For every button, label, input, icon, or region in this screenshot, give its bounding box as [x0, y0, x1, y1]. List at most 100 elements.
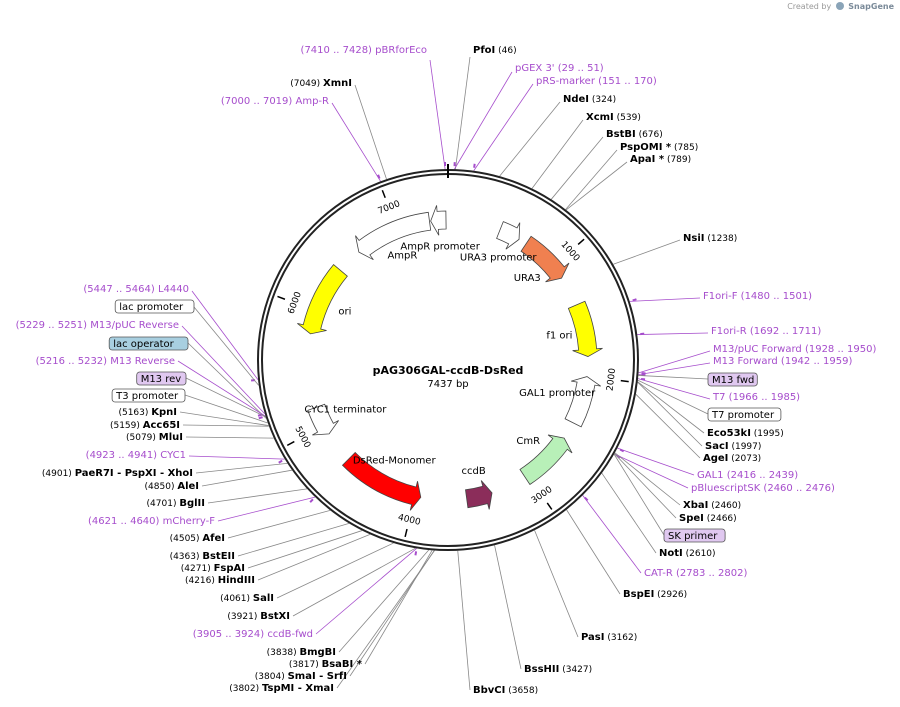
site-label-right-spei[interactable]: SpeI (2466)	[679, 513, 737, 524]
site-label-right-eco53ki[interactable]: Eco53kI (1995)	[707, 428, 784, 439]
leader-line-right-agei	[635, 394, 701, 459]
label-text-right-apai-: ApaI * (789)	[630, 154, 691, 165]
site-label-left-mlui[interactable]: (5079) MluI	[126, 432, 183, 443]
site-label-left-acc65i[interactable]: (5159) Acc65I	[110, 420, 180, 431]
leader-line-right-prs-marker	[473, 83, 534, 171]
feature-cyc1-terminator[interactable]	[307, 403, 339, 436]
leader-line-left-m13-puc-reverse	[181, 325, 266, 415]
site-label-right-f1ori-r[interactable]: F1ori-R (1692 .. 1711)	[711, 326, 821, 337]
site-label-left-xmni[interactable]: (7049) XmnI	[290, 78, 352, 89]
site-label-left-m13-reverse[interactable]: (5216 .. 5232) M13 Reverse	[36, 356, 175, 367]
feature-ura3[interactable]	[520, 235, 570, 283]
site-label-right-f1ori-f[interactable]: F1ori-F (1480 .. 1501)	[703, 291, 812, 302]
leader-line-right-xcmi	[531, 119, 584, 189]
feature-ampr-promoter[interactable]	[430, 205, 447, 236]
site-label-right-t7-promoter[interactable]: T7 promoter	[707, 407, 782, 422]
site-label-left-fspai[interactable]: (4271) FspAI	[181, 563, 245, 574]
site-label-right-xbai[interactable]: XbaI (2460)	[683, 500, 741, 511]
site-label-left-bstxi[interactable]: (3921) BstXI	[227, 611, 290, 622]
feature-gal1-promoter[interactable]	[564, 376, 602, 428]
label-text-left-alei: (4850) AleI	[145, 481, 199, 492]
site-label-right-m13-fwd[interactable]: M13 fwd	[707, 372, 758, 387]
feature-label-ccdb: ccdB	[462, 466, 486, 477]
leader-line-right-m13-forward	[638, 362, 711, 376]
backbone-outer-ring	[257, 169, 639, 551]
site-label-left-m13-rev[interactable]: M13 rev	[136, 371, 187, 386]
site-label-right-t7[interactable]: T7 (1966 .. 1985)	[712, 392, 800, 403]
feature-ampr[interactable]	[355, 211, 432, 261]
site-label-right-pspomi-[interactable]: PspOMI * (785)	[620, 142, 698, 153]
label-text-right-bspei: BspEI (2926)	[623, 589, 687, 600]
leader-line-right-m13-puc-forward	[638, 350, 711, 374]
site-label-left-tspmi-xmai[interactable]: (3802) TspMI - XmaI	[229, 683, 334, 694]
site-label-left-afei[interactable]: (4505) AfeI	[170, 533, 225, 544]
label-text-right-eco53ki: Eco53kI (1995)	[707, 428, 784, 439]
label-text-right-gal1: GAL1 (2416 .. 2439)	[697, 470, 798, 481]
site-label-right-bstbi[interactable]: BstBI (676)	[606, 129, 663, 140]
site-label-left-bmgbi[interactable]: (3838) BmgBI	[267, 647, 336, 658]
site-label-right-pbluescriptsk[interactable]: pBluescriptSK (2460 .. 2476)	[691, 483, 835, 494]
site-label-right-ndei[interactable]: NdeI (324)	[563, 94, 616, 105]
site-label-right-bsshii[interactable]: BssHII (3427)	[524, 664, 592, 675]
feature-f1-ori[interactable]	[567, 300, 603, 357]
label-box-right-sk-primer	[663, 528, 726, 543]
site-label-right-cat-r[interactable]: CAT-R (2783 .. 2802)	[644, 568, 747, 579]
label-box-left-m13-rev	[136, 371, 187, 386]
site-label-right-gal1[interactable]: GAL1 (2416 .. 2439)	[697, 470, 798, 481]
tick-mark-4000	[404, 528, 408, 538]
label-text-left-bstxi: (3921) BstXI	[227, 611, 290, 622]
leader-line-right-t7-promoter	[637, 379, 709, 415]
leader-line-right-bstbi	[550, 136, 604, 200]
feature-ccdb[interactable]	[465, 480, 493, 510]
label-text-left-t3-promoter: T3 promoter	[115, 391, 179, 402]
site-label-left-smai-srfi[interactable]: (3804) SmaI - SrfI	[255, 671, 347, 682]
site-label-right-agei[interactable]: AgeI (2073)	[703, 453, 761, 464]
site-label-right-noti[interactable]: NotI (2610)	[659, 548, 716, 559]
leader-line-right-apai-	[565, 161, 628, 211]
site-label-right-saci[interactable]: SacI (1997)	[705, 441, 761, 452]
tick-label-7000: 7000	[377, 199, 402, 217]
site-label-left-mcherry-f[interactable]: (4621 .. 4640) mCherry-F	[88, 516, 215, 527]
site-label-right-pasi[interactable]: PasI (3162)	[581, 632, 637, 643]
label-text-left-m13-reverse: (5216 .. 5232) M13 Reverse	[36, 356, 175, 367]
site-label-right-m13-forward[interactable]: M13 Forward (1942 .. 1959)	[713, 356, 852, 367]
site-label-left-sali[interactable]: (4061) SalI	[220, 593, 274, 604]
site-label-left-ccdb-fwd[interactable]: (3905 .. 3924) ccdB-fwd	[193, 629, 313, 640]
site-label-left-paer7i-pspxi-xhoi[interactable]: (4901) PaeR7I - PspXI - XhoI	[42, 468, 193, 479]
feature-ori[interactable]	[297, 264, 348, 335]
site-label-right-prs-marker[interactable]: pRS-marker (151 .. 170)	[536, 76, 657, 87]
site-label-right-bspei[interactable]: BspEI (2926)	[623, 589, 687, 600]
site-label-right-nsii[interactable]: NsiI (1238)	[683, 233, 737, 244]
site-label-right-sk-primer[interactable]: SK primer	[663, 528, 726, 543]
site-label-left-m13-puc-reverse[interactable]: (5229 .. 5251) M13/pUC Reverse	[16, 320, 179, 331]
site-label-left-kpni[interactable]: (5163) KpnI	[118, 407, 177, 418]
tick-label-2000: 2000	[606, 367, 619, 391]
site-label-right-xcmi[interactable]: XcmI (539)	[586, 112, 641, 123]
site-label-left-cyc1[interactable]: (4923 .. 4941) CYC1	[86, 450, 186, 461]
site-label-right-m13-puc-forward[interactable]: M13/pUC Forward (1928 .. 1950)	[713, 344, 876, 355]
site-label-right-pfoi[interactable]: PfoI (46)	[473, 45, 517, 56]
site-label-left-pbrforeco[interactable]: (7410 .. 7428) pBRforEco	[301, 45, 427, 56]
primer-mark-right-prs-marker	[473, 163, 476, 168]
leader-line-right-f1ori-r	[637, 332, 709, 335]
site-label-left-bglii[interactable]: (4701) BglII	[147, 498, 205, 509]
site-label-left-bsabi-[interactable]: (3817) BsaBI *	[289, 659, 363, 670]
feature-dsred-monomer[interactable]	[341, 451, 422, 511]
feature-cmr[interactable]	[519, 434, 573, 486]
site-label-left-l4440[interactable]: (5447 .. 5464) L4440	[83, 284, 189, 295]
site-label-left-amp-r[interactable]: (7000 .. 7019) Amp-R	[221, 96, 329, 107]
site-label-left-hindiii[interactable]: (4216) HindIII	[185, 575, 255, 586]
label-text-left-lac-promoter: lac promoter	[119, 302, 184, 313]
site-label-left-lac-operator[interactable]: lac operator	[108, 336, 189, 351]
site-label-left-alei[interactable]: (4850) AleI	[145, 481, 199, 492]
site-label-left-lac-promoter[interactable]: lac promoter	[114, 299, 195, 314]
feature-ura3-promoter[interactable]	[496, 221, 521, 250]
site-label-right-bbvci[interactable]: BbvCI (3658)	[473, 685, 538, 696]
leader-line-right-bbvci	[457, 550, 471, 691]
site-label-left-t3-promoter[interactable]: T3 promoter	[111, 388, 186, 403]
site-label-left-bsteii[interactable]: (4363) BstEII	[170, 551, 235, 562]
label-text-left-acc65i: (5159) Acc65I	[110, 420, 180, 431]
site-label-right-pgex-3-[interactable]: pGEX 3' (29 .. 51)	[515, 63, 604, 74]
site-label-right-apai-[interactable]: ApaI * (789)	[630, 154, 691, 165]
